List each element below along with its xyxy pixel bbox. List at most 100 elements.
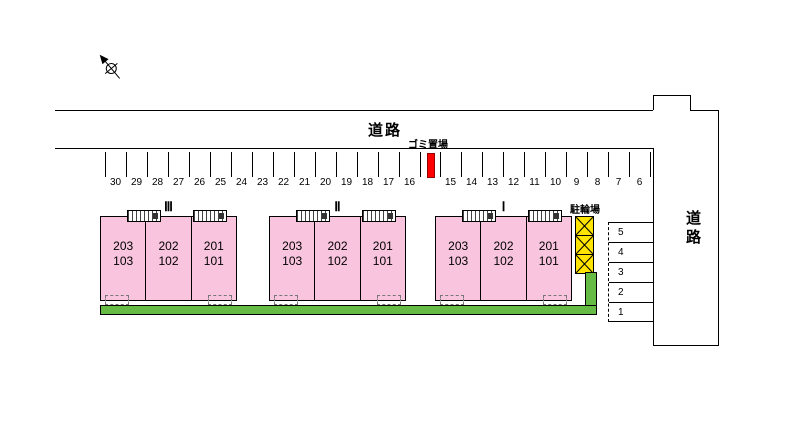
stall-number: 17 — [382, 177, 395, 188]
stall-number: 8 — [594, 177, 601, 188]
road-edge-line — [653, 95, 654, 110]
unit-upper: 202 — [158, 238, 179, 253]
unit-upper: 201 — [538, 238, 559, 253]
balcony-outline — [440, 295, 464, 305]
parking-stall: 30 — [105, 152, 126, 190]
stall-number: 1 — [618, 306, 624, 318]
parking-stall: 28 — [147, 152, 168, 190]
stall-number: 26 — [193, 177, 206, 188]
stall-number: 15 — [444, 177, 457, 188]
parking-stall: 20 — [315, 152, 336, 190]
unit-lower: 103 — [282, 253, 303, 268]
balcony-outline — [377, 295, 401, 305]
road-label-right: 道路 — [684, 210, 701, 248]
stall-number: 4 — [618, 247, 624, 258]
unit-upper: 202 — [493, 238, 514, 253]
road-edge-line — [690, 95, 691, 110]
parking-stall: 1 — [609, 302, 653, 322]
stall-number: 25 — [214, 177, 227, 188]
stairwell-icon — [462, 210, 496, 222]
parking-stall: 29 — [126, 152, 147, 190]
stall-number: 21 — [298, 177, 311, 188]
green-strip-bottom — [100, 305, 597, 315]
parking-stall: 13 — [482, 152, 503, 190]
stall-number: 29 — [130, 177, 143, 188]
parking-stall: 21 — [294, 152, 315, 190]
road-edge-line — [690, 110, 718, 111]
unit-upper: 203 — [282, 238, 303, 253]
garbage-area-marker — [427, 153, 435, 178]
parking-stall: 19 — [336, 152, 357, 190]
unit-lower: 101 — [372, 253, 393, 268]
stairwell-icon — [528, 210, 562, 222]
green-strip-vertical — [585, 272, 597, 306]
stall-number: 27 — [172, 177, 185, 188]
parking-stall: 18 — [357, 152, 378, 190]
unit-lower: 101 — [203, 253, 224, 268]
stairwell-icon — [362, 210, 396, 222]
stall-number: 11 — [529, 177, 540, 188]
stall-number: 10 — [549, 177, 562, 188]
stall-line — [420, 152, 421, 177]
road-edge-line — [55, 148, 653, 149]
balcony-outline — [274, 295, 298, 305]
parking-stall: 12 — [503, 152, 524, 190]
unit-lower: 102 — [158, 253, 179, 268]
stall-number: 9 — [573, 177, 580, 188]
parking-stall: 15 — [440, 152, 461, 190]
unit-lower: 102 — [493, 253, 514, 268]
parking-stall: 5 — [609, 222, 653, 242]
balcony-outline — [208, 295, 232, 305]
stall-number: 14 — [465, 177, 478, 188]
stall-number: 13 — [486, 177, 499, 188]
stall-number: 5 — [618, 227, 624, 238]
parking-stall: 17 — [378, 152, 399, 190]
parking-stall: 10 — [545, 152, 566, 190]
unit-lower: 103 — [448, 253, 469, 268]
building-2-label: Ⅱ — [334, 199, 341, 214]
stall-number: 24 — [235, 177, 248, 188]
garbage-area-label: ゴミ置場 — [408, 140, 448, 151]
bicycle-parking-label: 駐輪場 — [570, 205, 600, 216]
stall-number: 18 — [361, 177, 374, 188]
unit-upper: 202 — [327, 238, 348, 253]
parking-stall: 25 — [210, 152, 231, 190]
road-edge-line — [653, 95, 691, 96]
stall-number: 19 — [340, 177, 353, 188]
road-edge-line — [55, 110, 653, 111]
road-edge-line — [653, 148, 654, 345]
compass-icon — [99, 54, 121, 79]
building-1-label: Ⅰ — [501, 199, 506, 214]
unit-upper: 201 — [372, 238, 393, 253]
road-edge-line — [718, 110, 719, 345]
unit-lower: 102 — [327, 253, 348, 268]
parking-stall: 4 — [609, 242, 653, 262]
balcony-outline — [105, 295, 129, 305]
parking-stall: 22 — [273, 152, 294, 190]
building-3-label: Ⅲ — [164, 199, 173, 214]
parking-stall: 11 — [524, 152, 545, 190]
unit-lower: 101 — [538, 253, 559, 268]
stall-number: 6 — [636, 177, 643, 188]
stall-number: 16 — [403, 177, 416, 188]
road-label-top: 道路 — [368, 122, 403, 139]
parking-stall: 6 — [629, 152, 650, 190]
parking-row-right: 15 14 13 12 11 10 9 8 7 6 — [440, 152, 651, 190]
stall-number: 2 — [618, 287, 624, 298]
parking-stall: 2 — [609, 282, 653, 302]
stall-number: 12 — [507, 177, 520, 188]
parking-stall: 26 — [189, 152, 210, 190]
stall-number: 3 — [618, 267, 624, 278]
